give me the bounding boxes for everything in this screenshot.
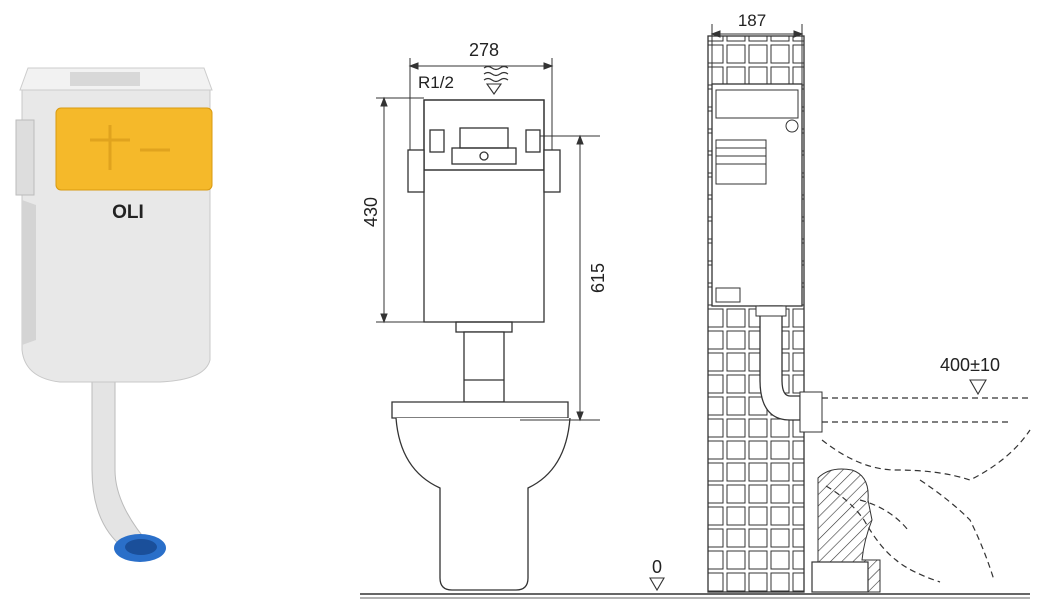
dimension-depth-label: 187 <box>738 11 766 30</box>
connection-label: R1/2 <box>418 73 454 92</box>
floor-level-label: 0 <box>652 557 662 577</box>
dimension-width <box>408 58 554 150</box>
side-view: 187 400±10 <box>707 11 1031 593</box>
dimension-tank-height-label: 430 <box>361 197 381 227</box>
brand-logo: OLI <box>112 202 144 223</box>
dimension-depth <box>710 24 804 84</box>
seat-level-marker-icon <box>969 379 987 396</box>
seat-height-label: 400±10 <box>940 355 1000 375</box>
front-bowl-rim <box>391 401 569 419</box>
floor-mount-section <box>817 468 881 593</box>
front-view <box>360 99 1030 599</box>
product-illustration: OLI <box>15 67 213 562</box>
front-bowl <box>395 417 571 591</box>
floor-level-marker-icon <box>649 577 665 592</box>
dimension-tank-height <box>376 96 424 324</box>
service-lid <box>55 107 213 191</box>
side-toilet-outline <box>821 397 1031 583</box>
dimension-total-height <box>520 134 600 422</box>
flush-pipe <box>91 369 152 546</box>
dimension-total-height-label: 615 <box>588 263 608 293</box>
water-inlet-icon <box>483 65 509 95</box>
side-cistern-outline <box>711 83 803 307</box>
dimension-width-label: 278 <box>469 40 499 60</box>
